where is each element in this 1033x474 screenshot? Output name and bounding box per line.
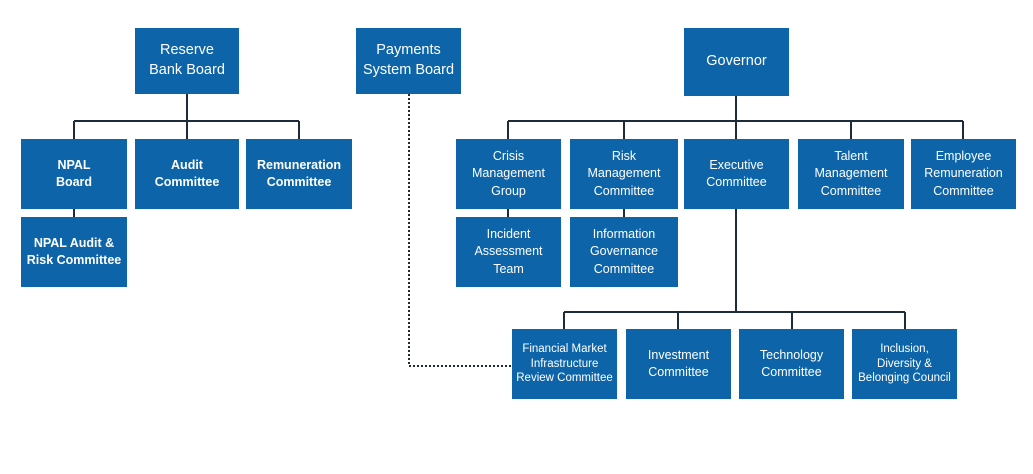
talent-management-committee-box: Talent Management Committee: [798, 139, 904, 209]
incident-assessment-team-box: Incident Assessment Team: [456, 217, 561, 287]
governor-box: Governor: [684, 28, 789, 96]
employee-remuneration-committee-box: Employee Remuneration Committee: [911, 139, 1016, 209]
technology-committee-box: Technology Committee: [739, 329, 844, 399]
inclusion-council-box: Inclusion, Diversity & Belonging Council: [852, 329, 957, 399]
risk-management-committee-box: Risk Management Committee: [570, 139, 678, 209]
npal-audit-risk-committee-box: NPAL Audit & Risk Committee: [21, 217, 127, 287]
fmi-review-committee-box: Financial Market Infrastructure Review C…: [512, 329, 617, 399]
investment-committee-box: Investment Committee: [626, 329, 731, 399]
npal-board-box: NPAL Board: [21, 139, 127, 209]
reserve-bank-board-box: Reserve Bank Board: [135, 28, 239, 94]
payments-system-board-box: Payments System Board: [356, 28, 461, 94]
audit-committee-box: Audit Committee: [135, 139, 239, 209]
connector-payments-to-fmi-dotted: [408, 94, 512, 367]
information-governance-committee-box: Information Governance Committee: [570, 217, 678, 287]
crisis-management-group-box: Crisis Management Group: [456, 139, 561, 209]
remuneration-committee-box: Remuneration Committee: [246, 139, 352, 209]
executive-committee-box: Executive Committee: [684, 139, 789, 209]
